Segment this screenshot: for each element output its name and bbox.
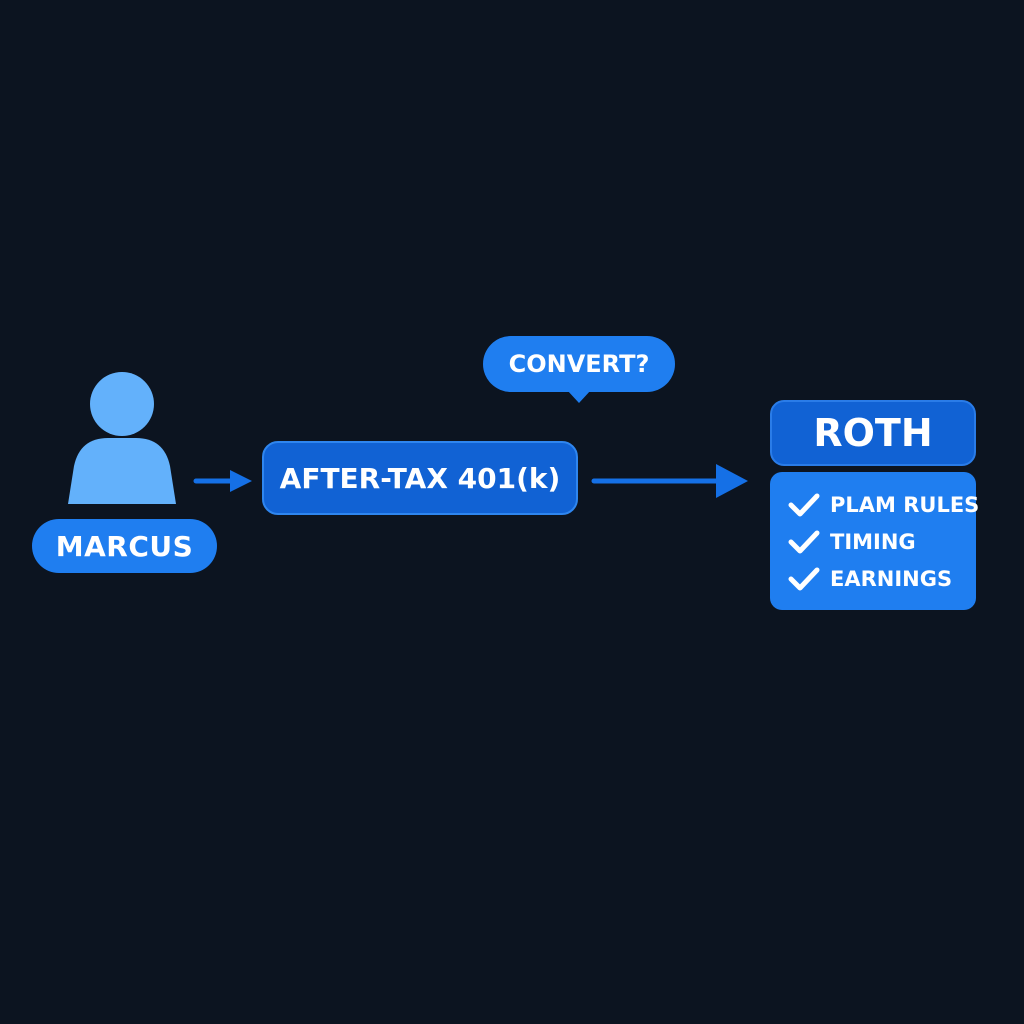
roth-checklist-panel: PLAM RULES TIMING EARNINGS [770,472,980,610]
person-icon [68,372,176,504]
convert-question-label: CONVERT? [508,350,650,378]
account-node-after-tax-401k: AFTER-TAX 401(k) [262,441,578,515]
checklist-item-timing: TIMING [788,523,976,560]
person-label: MARCUS [32,519,217,573]
checkmark-icon [788,493,820,516]
roth-header: ROTH [770,400,976,466]
checklist-item-label: TIMING [830,529,916,554]
checklist-item-label: PLAM RULES [830,492,980,517]
checklist-item-label: EARNINGS [830,566,953,591]
checklist-item-earnings: EARNINGS [788,560,976,597]
checkmark-icon [788,530,820,553]
arrow-person-to-account [193,470,252,492]
checklist-item-plan-rules: PLAM RULES [788,486,980,523]
arrow-account-to-roth [591,464,748,498]
convert-question-bubble: CONVERT? [483,336,675,404]
checkmark-icon [788,567,820,590]
speech-bubble-shape [483,336,675,403]
